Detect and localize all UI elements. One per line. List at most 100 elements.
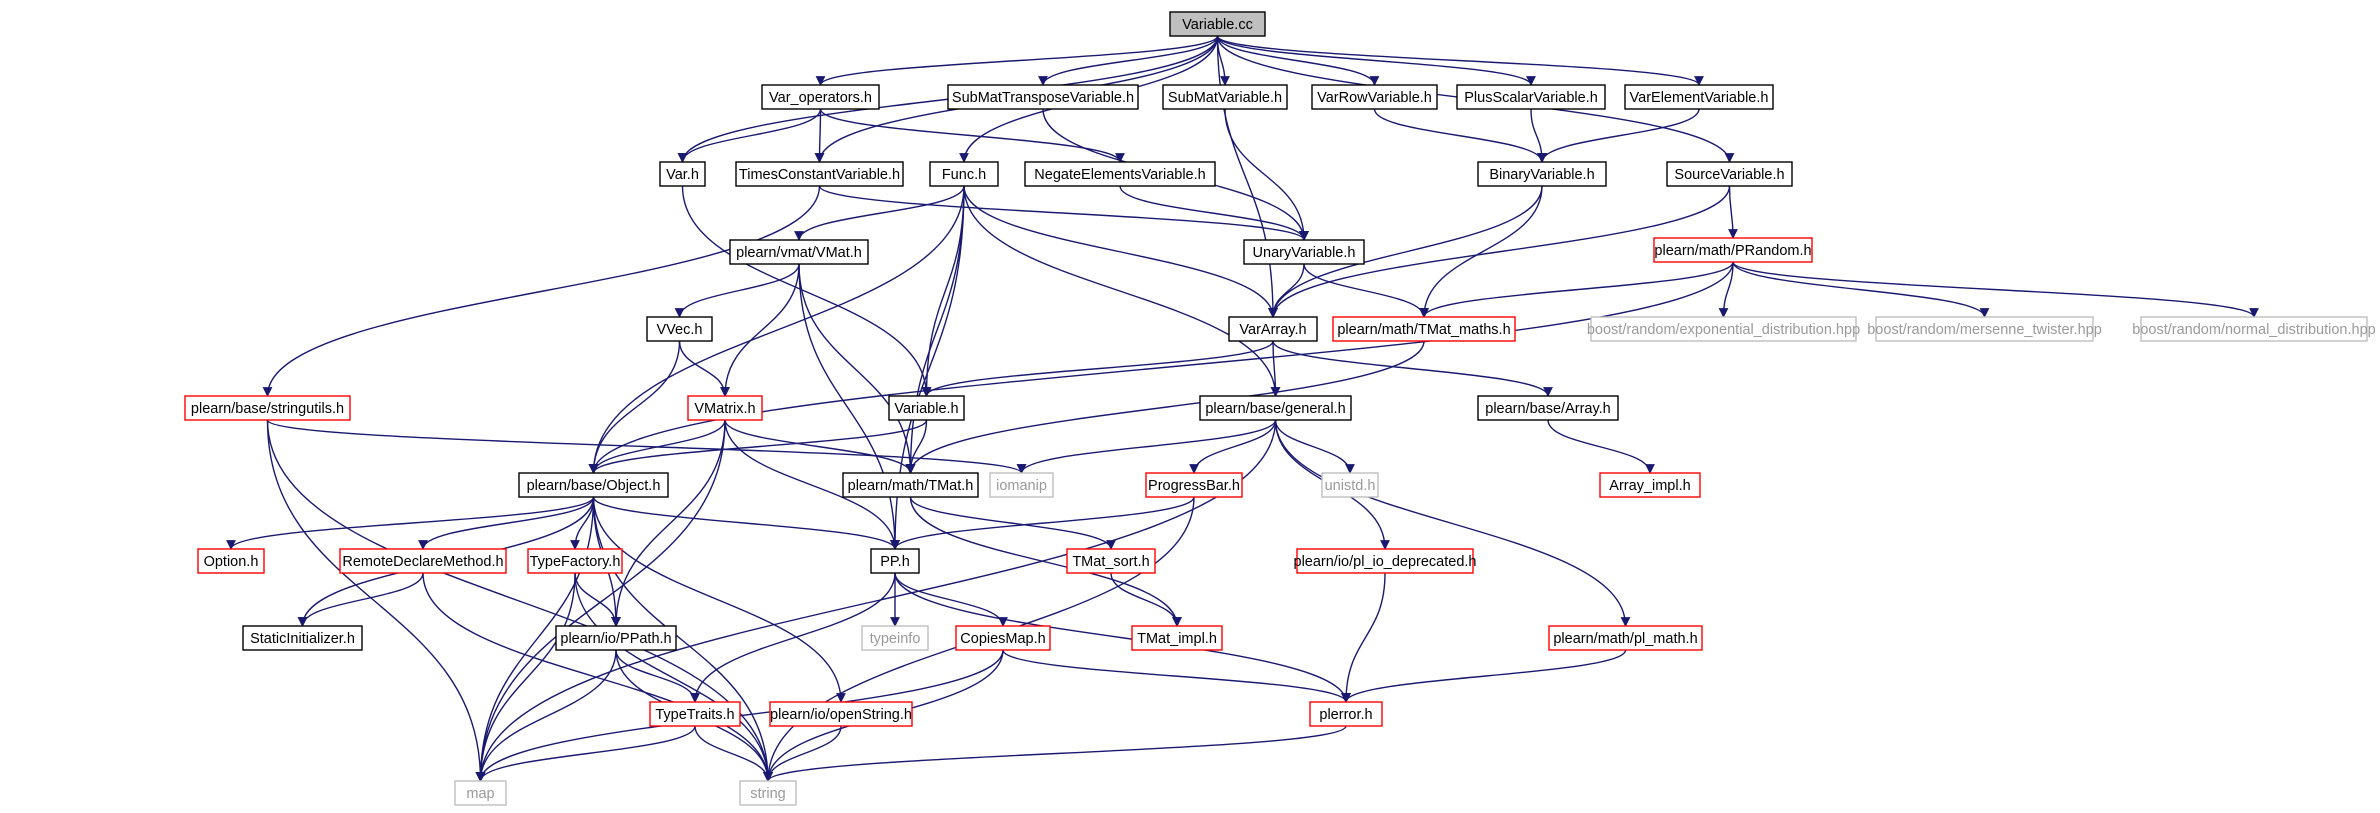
node-vmat-h[interactable]: plearn/vmat/VMat.h bbox=[729, 239, 869, 265]
node-remotedeclare[interactable]: RemoteDeclareMethod.h bbox=[339, 548, 507, 574]
node-timesconstant[interactable]: TimesConstantVariable.h bbox=[735, 161, 904, 187]
node-binaryvariable[interactable]: BinaryVariable.h bbox=[1477, 161, 1607, 187]
edge-variable_h-to-object_h bbox=[588, 419, 928, 474]
node-prandom[interactable]: plearn/math/PRandom.h bbox=[1653, 237, 1813, 263]
node-array-impl[interactable]: Array_impl.h bbox=[1599, 472, 1701, 498]
edge-stringutils-to-iomanip bbox=[266, 419, 1027, 474]
node-box bbox=[1624, 84, 1774, 110]
node-box bbox=[1321, 472, 1379, 498]
node-tmat-maths[interactable]: plearn/math/TMat_maths.h bbox=[1332, 316, 1516, 342]
node-boost-mt[interactable]: boost/random/mersenne_twister.hpp bbox=[1867, 316, 2102, 342]
node-label: TypeFactory.h bbox=[530, 554, 621, 570]
node-openstring[interactable]: plearn/io/openString.h bbox=[769, 701, 913, 727]
node-negateelements[interactable]: NegateElementsVariable.h bbox=[1024, 161, 1216, 187]
node-pl-io-deprecated[interactable]: plearn/io/pl_io_deprecated.h bbox=[1294, 548, 1477, 574]
edge-typetraits-to-map bbox=[475, 725, 696, 782]
node-box bbox=[947, 84, 1139, 110]
node-typefactory[interactable]: TypeFactory.h bbox=[527, 548, 623, 574]
node-boost-normal[interactable]: boost/random/normal_distribution.hpp bbox=[2132, 316, 2376, 342]
node-typeinfo[interactable]: typeinfo bbox=[861, 625, 929, 651]
node-variable-h[interactable]: Variable.h bbox=[888, 395, 965, 421]
node-sourcevariable[interactable]: SourceVariable.h bbox=[1666, 161, 1793, 187]
node-tmat-sort[interactable]: TMat_sort.h bbox=[1066, 548, 1156, 574]
node-vvec-h[interactable]: VVec.h bbox=[646, 316, 713, 342]
node-string[interactable]: string bbox=[739, 780, 797, 806]
node-pp-h[interactable]: PP.h bbox=[870, 548, 920, 574]
node-label: plerror.h bbox=[1319, 707, 1372, 723]
edge-vvec_h-to-object_h bbox=[588, 340, 681, 474]
node-staticinit[interactable]: StaticInitializer.h bbox=[242, 625, 363, 651]
node-iomanip[interactable]: iomanip bbox=[989, 472, 1054, 498]
node-submatvariable[interactable]: SubMatVariable.h bbox=[1162, 84, 1288, 110]
node-vmatrix[interactable]: VMatrix.h bbox=[687, 395, 763, 421]
node-var-operators[interactable]: Var_operators.h bbox=[761, 84, 880, 110]
edge-func_h-to-object_h bbox=[588, 185, 965, 474]
edge-plerror-to-string bbox=[763, 725, 1347, 782]
node-ppath-h[interactable]: plearn/io/PPath.h bbox=[555, 625, 677, 651]
node-tmat-h[interactable]: plearn/math/TMat.h bbox=[842, 472, 979, 498]
edge-object_h-to-pp_h bbox=[592, 496, 900, 550]
node-box bbox=[1169, 11, 1266, 37]
node-copiesmap[interactable]: CopiesMap.h bbox=[955, 625, 1051, 651]
node-box bbox=[1162, 84, 1288, 110]
node-stringutils[interactable]: plearn/base/stringutils.h bbox=[184, 395, 351, 421]
edge-tmat_maths-to-tmat_h bbox=[905, 340, 1425, 474]
edge-timesconstant-to-unaryvariable bbox=[818, 185, 1309, 241]
node-unistd[interactable]: unistd.h bbox=[1321, 472, 1379, 498]
edge-remotedeclare-to-staticinit bbox=[297, 572, 424, 627]
node-pl-math[interactable]: plearn/math/pl_math.h bbox=[1548, 625, 1703, 651]
node-label: TypeTraits.h bbox=[655, 707, 734, 723]
node-varrowvariable[interactable]: VarRowVariable.h bbox=[1311, 84, 1438, 110]
node-plerror[interactable]: plerror.h bbox=[1309, 701, 1383, 727]
node-func-h[interactable]: Func.h bbox=[929, 161, 999, 187]
node-unaryvariable[interactable]: UnaryVariable.h bbox=[1243, 239, 1365, 265]
node-plusscalar[interactable]: PlusScalarVariable.h bbox=[1456, 84, 1606, 110]
edge-variable_cc-to-varelement bbox=[1216, 35, 1704, 86]
node-object-h[interactable]: plearn/base/Object.h bbox=[518, 472, 669, 498]
node-box bbox=[1066, 548, 1156, 574]
node-box bbox=[769, 701, 913, 727]
edge-variable_cc-to-var_operators bbox=[815, 35, 1219, 86]
node-label: PlusScalarVariable.h bbox=[1464, 90, 1598, 106]
edge-typefactory-to-string bbox=[574, 572, 773, 782]
node-label: boost/random/normal_distribution.hpp bbox=[2132, 322, 2375, 338]
edge-binaryvariable-to-vararray bbox=[1268, 185, 1543, 318]
node-box bbox=[989, 472, 1054, 498]
node-submattranspose[interactable]: SubMatTransposeVariable.h bbox=[947, 84, 1139, 110]
node-map[interactable]: map bbox=[454, 780, 507, 806]
node-variable-cc[interactable]: Variable.cc bbox=[1169, 11, 1266, 37]
edge-pl_io_deprecated-to-plerror bbox=[1341, 572, 1386, 703]
node-box bbox=[1199, 395, 1352, 421]
edge-typefactory-to-ppath_h bbox=[574, 572, 621, 627]
node-box bbox=[649, 701, 741, 727]
edge-func_h-to-tmat_h bbox=[905, 185, 965, 474]
edge-pp_h-to-typetraits bbox=[690, 572, 896, 703]
node-box bbox=[739, 780, 797, 806]
edge-submatvariable-to-unaryvariable bbox=[1224, 108, 1309, 241]
edge-tmat_sort-to-tmat_impl bbox=[1110, 572, 1182, 627]
node-box bbox=[1599, 472, 1701, 498]
edge-vmat_h-to-vvec_h bbox=[674, 263, 800, 318]
edge-vmatrix-to-tmat_h bbox=[724, 419, 916, 474]
edge-variable_cc-to-submattranspose bbox=[1038, 35, 1219, 86]
edge-prandom-to-boost_normal bbox=[1732, 261, 2259, 318]
node-typetraits[interactable]: TypeTraits.h bbox=[649, 701, 741, 727]
edge-variable_h-to-tmat_h bbox=[905, 419, 928, 474]
node-box bbox=[1243, 239, 1365, 265]
node-box bbox=[527, 548, 623, 574]
node-option-h[interactable]: Option.h bbox=[197, 548, 265, 574]
node-varelement[interactable]: VarElementVariable.h bbox=[1624, 84, 1774, 110]
edge-vmat_h-to-vmatrix bbox=[720, 263, 800, 397]
node-vararray[interactable]: VarArray.h bbox=[1228, 316, 1318, 342]
node-label: PP.h bbox=[880, 554, 910, 570]
node-var-h[interactable]: Var.h bbox=[659, 161, 706, 187]
node-boost-exp[interactable]: boost/random/exponential_distribution.hp… bbox=[1587, 316, 1860, 342]
node-progressbar[interactable]: ProgressBar.h bbox=[1145, 472, 1243, 498]
node-general-h[interactable]: plearn/base/general.h bbox=[1199, 395, 1352, 421]
node-label: VVec.h bbox=[657, 322, 703, 338]
node-array-h[interactable]: plearn/base/Array.h bbox=[1477, 395, 1619, 421]
node-label: Var_operators.h bbox=[769, 90, 872, 106]
node-tmat-impl[interactable]: TMat_impl.h bbox=[1131, 625, 1223, 651]
edge-unaryvariable-to-tmat_maths bbox=[1303, 263, 1429, 318]
edge-general_h-to-unistd bbox=[1274, 419, 1355, 474]
